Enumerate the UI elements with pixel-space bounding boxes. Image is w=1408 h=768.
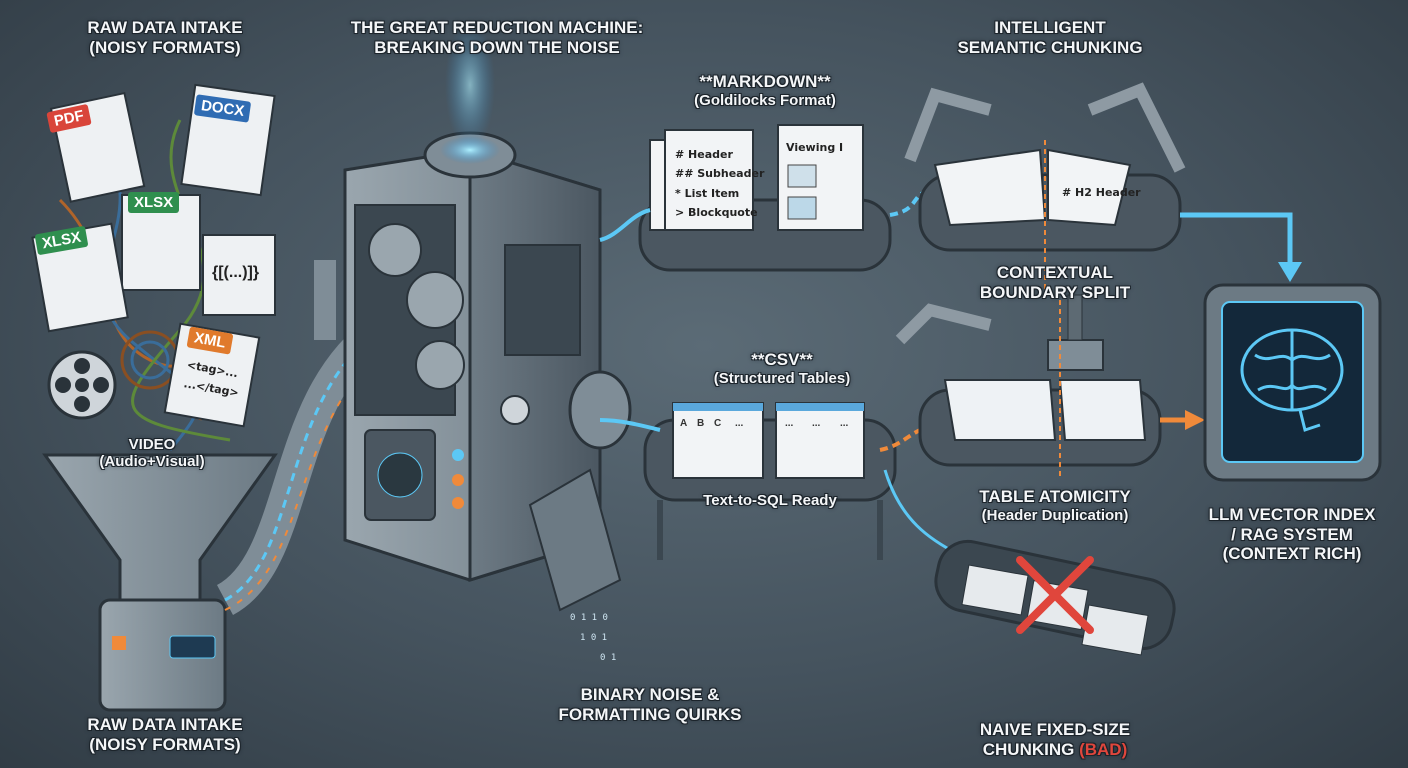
markdown-conveyor <box>599 124 931 272</box>
raw-data-intake-title: RAW DATA INTAKE(NOISY FORMATS) <box>87 18 243 57</box>
table-atomicity-station <box>895 294 1205 480</box>
markdown-document: # Header## Subheader* List Item> Blockqu… <box>675 148 765 219</box>
chunk-header-text: # H2 Header <box>1062 186 1141 199</box>
table-atomicity-label: TABLE ATOMICITY(Header Duplication) <box>979 487 1131 524</box>
svg-text:1 0 1: 1 0 1 <box>580 633 607 643</box>
naive-chunking-station <box>934 539 1176 656</box>
csv-header-b: B <box>697 418 705 429</box>
csv-cell: ... <box>785 418 794 429</box>
intake-funnel <box>42 453 278 712</box>
csv-conveyor <box>599 402 961 560</box>
machine-title: THE GREAT REDUCTION MACHINE:BREAKING DOW… <box>350 18 644 57</box>
x-mark-icon <box>1016 556 1094 634</box>
csv-title: **CSV**(Structured Tables) <box>713 350 851 387</box>
video-label: VIDEO(Audio+Visual) <box>99 436 205 471</box>
llm-index-label: LLM VECTOR INDEX/ RAG SYSTEM(CONTEXT RIC… <box>1208 505 1376 564</box>
csv-header-more: ... <box>735 418 744 429</box>
llm-monitor <box>1203 283 1382 482</box>
markdown-title: **MARKDOWN**(Goldilocks Format) <box>694 72 836 109</box>
svg-text:0 1 1 0: 0 1 1 0 <box>570 613 608 623</box>
semantic-chunking-station <box>904 82 1302 290</box>
xlsx-tag: XLSX <box>128 192 180 213</box>
json-tag: {[(...)]} <box>212 264 260 281</box>
csv-cell: ... <box>812 418 821 429</box>
brain-icon <box>1240 328 1344 432</box>
text-to-sql-label: Text-to-SQL Ready <box>703 492 837 509</box>
reduction-machine: 0 1 1 0 1 0 1 0 1 <box>343 20 632 663</box>
file-json <box>202 234 276 316</box>
film-reel-icon <box>47 350 117 420</box>
viewing-document-title: Viewing I <box>786 141 844 154</box>
csv-header-a: A <box>680 418 688 429</box>
binary-noise-label: BINARY NOISE &FORMATTING QUIRKS <box>558 685 742 724</box>
csv-cell: ... <box>840 418 849 429</box>
csv-header-c: C <box>714 418 722 429</box>
raw-data-intake-footer: RAW DATA INTAKE(NOISY FORMATS) <box>87 715 243 754</box>
svg-text:0 1: 0 1 <box>600 653 616 663</box>
